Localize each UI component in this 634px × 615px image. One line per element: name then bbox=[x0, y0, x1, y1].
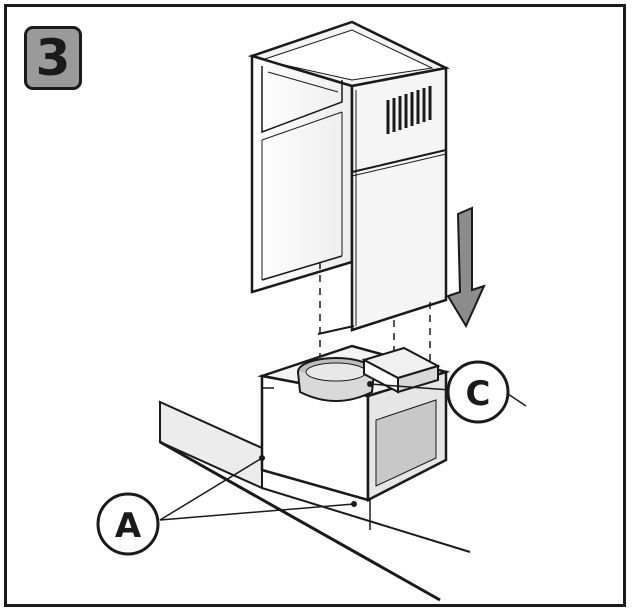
callout-a-label: A bbox=[115, 506, 142, 546]
callout-c: C bbox=[367, 360, 527, 424]
down-arrow-icon bbox=[446, 206, 486, 329]
connector-box bbox=[361, 346, 441, 394]
callout-c-label: C bbox=[466, 374, 491, 414]
duct-collar bbox=[297, 357, 375, 402]
step-number: 3 bbox=[35, 29, 71, 87]
wall-surface bbox=[159, 400, 471, 602]
vent-grille bbox=[386, 86, 432, 134]
callout-a: A bbox=[96, 455, 357, 556]
support-frame bbox=[257, 325, 451, 503]
step-number-badge: 3 bbox=[24, 26, 82, 90]
chimney-cover bbox=[247, 20, 450, 332]
